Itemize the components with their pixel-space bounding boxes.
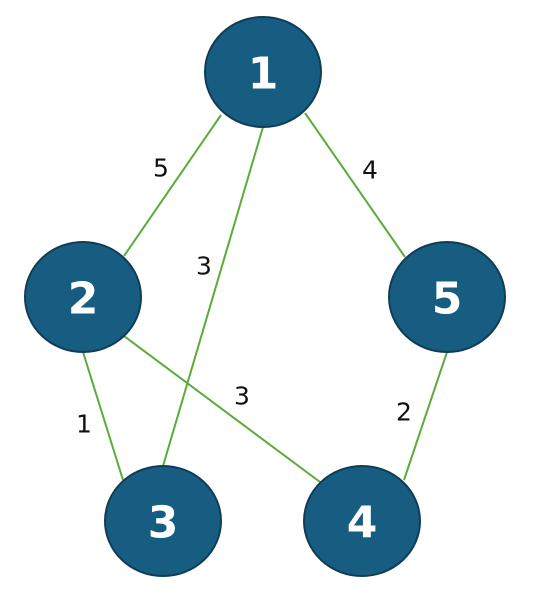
node-label-5: 5 xyxy=(432,274,463,325)
node-label-3: 3 xyxy=(148,498,179,549)
edge-1-3 xyxy=(162,126,264,467)
edge-labels-layer: 5 3 4 1 3 2 xyxy=(76,154,412,439)
edge-weight-1-2: 5 xyxy=(153,154,169,183)
node-circle-4 xyxy=(303,465,421,577)
edge-weight-5-4: 2 xyxy=(396,398,412,427)
node-1: 1 xyxy=(204,16,322,128)
node-2: 2 xyxy=(24,241,142,353)
edge-2-3 xyxy=(82,351,124,481)
edge-weight-2-4: 3 xyxy=(234,382,250,411)
node-4: 4 xyxy=(303,465,421,577)
node-label-1: 1 xyxy=(248,49,279,100)
edge-weight-1-3: 3 xyxy=(196,252,212,281)
node-5: 5 xyxy=(388,241,506,353)
node-circle-2 xyxy=(24,241,142,353)
edge-weight-2-3: 1 xyxy=(76,410,92,439)
node-circle-3 xyxy=(104,465,222,577)
edges-layer xyxy=(82,112,448,483)
node-label-2: 2 xyxy=(68,274,99,325)
node-circle-5 xyxy=(388,241,506,353)
node-circle-1 xyxy=(204,16,322,128)
edge-1-5 xyxy=(304,112,406,258)
edge-5-4 xyxy=(403,351,448,481)
edge-2-4 xyxy=(123,335,321,483)
edge-weight-1-5: 4 xyxy=(362,156,378,185)
node-3: 3 xyxy=(104,465,222,577)
node-label-4: 4 xyxy=(347,498,378,549)
nodes-layer: 1 2 3 4 5 xyxy=(24,16,506,577)
edge-1-2 xyxy=(123,114,222,257)
